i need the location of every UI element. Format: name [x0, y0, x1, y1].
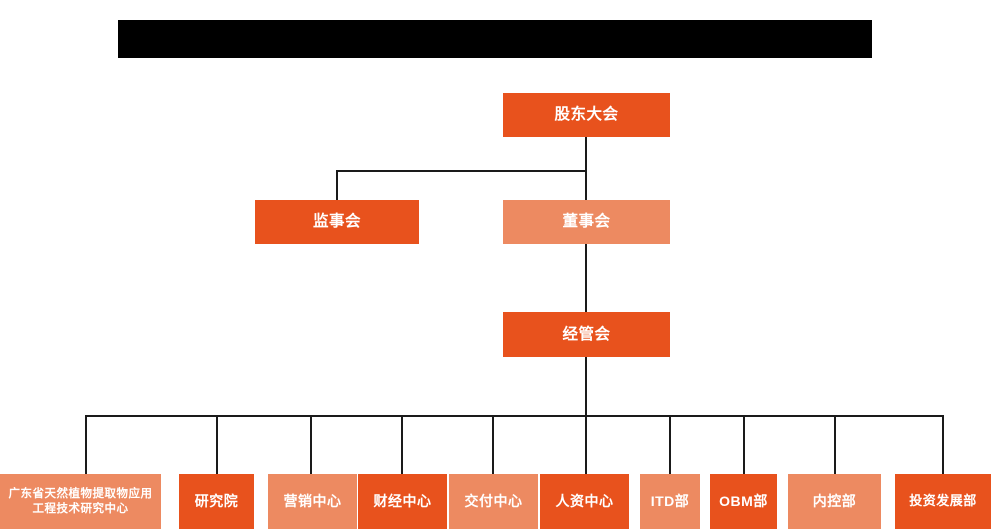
org-node-obm-department[interactable]: OBM部 [710, 474, 777, 529]
org-node-label: 董事会 [562, 213, 611, 231]
connector-drop-0 [85, 415, 87, 474]
org-node-label: 财经中心 [373, 492, 432, 509]
org-node-research-institute[interactable]: 研究院 [179, 474, 254, 529]
org-node-management-committee[interactable]: 经管会 [503, 312, 670, 357]
connector-drop-5 [585, 415, 587, 474]
org-node-label: ITD部 [650, 492, 690, 509]
org-node-internal-control-department[interactable]: 内控部 [788, 474, 881, 529]
org-node-label: 内控部 [812, 492, 857, 509]
org-node-board-of-directors[interactable]: 董事会 [503, 200, 670, 244]
connector-trunk-top [585, 137, 587, 171]
connector-drop-2 [310, 415, 312, 474]
connector-trunk-mid [585, 244, 587, 313]
org-node-label: 研究院 [194, 492, 239, 509]
org-node-label: 经管会 [562, 325, 611, 343]
connector-drop-supervisors [336, 170, 338, 201]
connector-drop-9 [942, 415, 944, 474]
connector-drop-1 [216, 415, 218, 474]
connector-drop-6 [669, 415, 671, 474]
org-node-gd-plant-extract-center[interactable]: 广东省天然植物提取物应用工程技术研究中心 [0, 474, 161, 529]
org-node-finance-center[interactable]: 财经中心 [358, 474, 447, 529]
org-node-board-of-supervisors[interactable]: 监事会 [255, 200, 419, 244]
connector-drop-directors [585, 170, 587, 201]
org-node-itd-department[interactable]: ITD部 [640, 474, 700, 529]
org-node-label: 监事会 [312, 213, 361, 231]
connector-drop-8 [834, 415, 836, 474]
org-node-hr-center[interactable]: 人资中心 [540, 474, 629, 529]
org-node-label: 人资中心 [555, 492, 614, 509]
org-node-label: 广东省天然植物提取物应用工程技术研究中心 [8, 488, 153, 515]
connector-bus [85, 415, 944, 417]
redacted-title-bar [118, 20, 872, 58]
connector-trunk-lower [585, 357, 587, 416]
org-node-investment-development-department[interactable]: 投资发展部 [895, 474, 991, 529]
org-node-marketing-center[interactable]: 营销中心 [268, 474, 357, 529]
org-node-shareholders-meeting[interactable]: 股东大会 [503, 93, 670, 137]
org-node-label: 交付中心 [464, 492, 523, 509]
org-node-label: 股东大会 [554, 106, 619, 124]
connector-drop-7 [743, 415, 745, 474]
org-node-label: 营销中心 [283, 492, 342, 509]
org-node-delivery-center[interactable]: 交付中心 [449, 474, 538, 529]
connector-drop-3 [401, 415, 403, 474]
org-node-label: OBM部 [719, 492, 768, 509]
org-node-label: 投资发展部 [909, 493, 977, 509]
connector-drop-4 [492, 415, 494, 474]
connector-branch-top [336, 170, 586, 172]
